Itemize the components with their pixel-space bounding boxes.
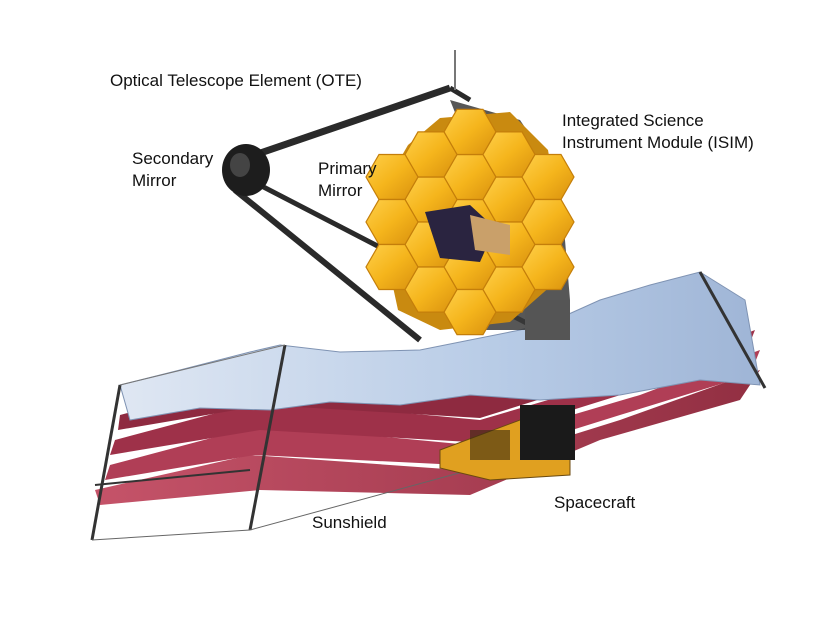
sunshield-label: Sunshield — [312, 513, 387, 532]
mirror-segment — [521, 243, 575, 291]
sunshield-cable — [94, 469, 251, 486]
spacecraft-label: Spacecraft — [554, 493, 636, 512]
secondary-mirror-label: Secondary Mirror — [132, 149, 214, 190]
mirror-segment — [365, 243, 419, 291]
sunshield-layer — [105, 350, 760, 480]
sunshield-boom — [248, 344, 287, 531]
primary-mirror-label: Primary Mirror — [318, 159, 377, 200]
sunshield-boom — [90, 384, 122, 541]
secondary-mirror — [222, 144, 270, 196]
isim-label: Integrated Science Instrument Module (IS… — [562, 111, 754, 152]
sunshield-cable — [119, 344, 286, 386]
sunshield-cable — [91, 529, 251, 541]
sunshield-boom — [698, 271, 767, 389]
sunshield-cable — [249, 469, 471, 531]
sunshield-top-layer — [119, 271, 761, 421]
ote-label: Optical Telescope Element (OTE) — [110, 71, 362, 90]
spacecraft-bus — [439, 405, 575, 481]
primary-mirror — [365, 108, 575, 336]
sunshield — [90, 271, 767, 541]
